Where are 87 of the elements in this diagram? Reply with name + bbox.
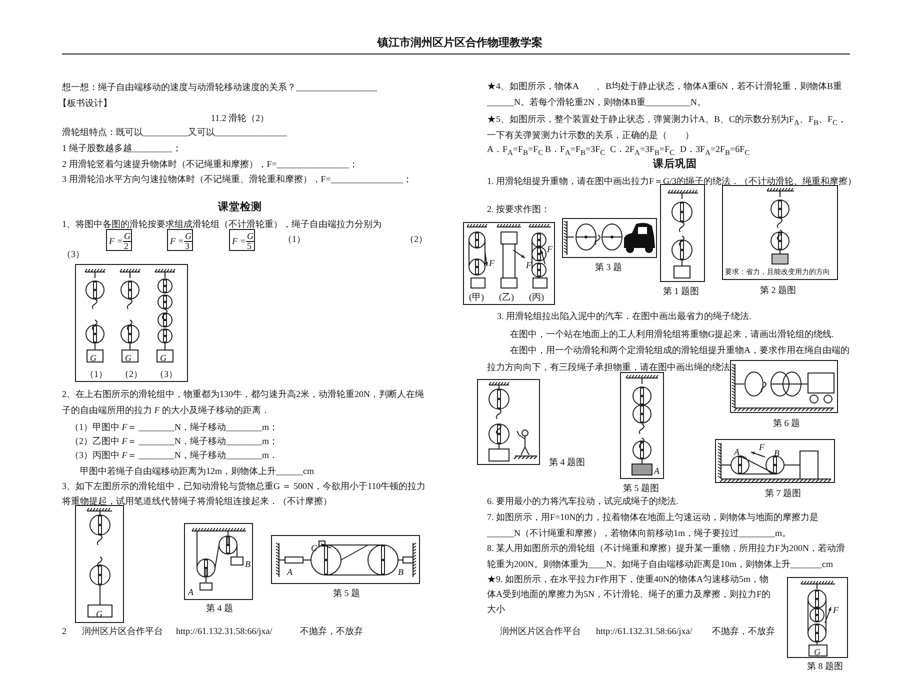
question-text: 3 用滑轮沿水平方向匀速拉物体时（不记绳重、滑轮重和摩擦），F=________________；	[62, 173, 412, 186]
question-text: 2、在上右图所示的滑轮组中，物重都为130牛，都匀速升高2米，动滑轮重20N，判断人在绳子的自由端所用的拉力 F 的大小及绳子移动的距离．	[62, 388, 424, 417]
figure-label: G	[160, 353, 166, 363]
lesson-heading: 11.2 滑轮（2）	[210, 112, 270, 125]
figure-caption: 第 1 题图	[663, 286, 699, 296]
figure-caption: 第 4 题	[206, 603, 233, 613]
item-number: （2）	[405, 233, 428, 246]
figure-label: F	[833, 605, 838, 615]
figure-caption: 第 8 题图	[807, 661, 843, 671]
footer-text: 润州区片区合作平台	[500, 625, 581, 638]
figure-label: G	[814, 647, 820, 657]
question-text: 6. 要用最小的力将汽车拉动，试完成绳子的绕法.	[487, 495, 678, 508]
footer-text: 不抛弃，不放弃	[300, 625, 363, 638]
question-text: 1、将图中各图的滑轮按要求组成滑轮组（不计滑轮重），绳子自由端拉力分别为	[62, 218, 382, 231]
formula-text: 5	[247, 241, 252, 251]
figure-label: A	[287, 567, 292, 577]
figure-label: F	[489, 258, 494, 268]
question-text: ★5、如图所示，整个装置处于静止状态，弹簧测力计A、B、C的示数分别为F$_{A}$、F$_{B}$、F$_{C}$，一下有关弹簧测力计示数的关系，正确的是（ ）	[487, 113, 848, 142]
question-text: 3、如下左图所示的滑轮组中，已知动滑轮与货物总重G ＝ 500N，今欲用小于110牛顿的拉力将重物提起，试用笔道线代替绳子将滑轮组连接起来．（不计摩擦）	[62, 480, 427, 508]
figure-label: (丙)	[529, 292, 544, 302]
page-number: 2	[62, 625, 66, 638]
question-text: （2）乙图中 F＝ ________N，绳子移动________m；	[70, 435, 278, 448]
website-address: http://61.132.31.58:66/jxa/	[176, 625, 272, 638]
website-address: http://61.132.31.58:66/jxa/	[596, 625, 692, 638]
section-heading: 课堂检测	[218, 200, 262, 215]
formula-text: 2	[124, 241, 128, 251]
footer-text: 润州区片区合作平台	[82, 625, 163, 638]
figure-label: （2）	[120, 369, 142, 379]
figure-label: F	[759, 442, 764, 452]
figure-label: C	[311, 543, 318, 553]
footer-text: 不抛弃，不放弃	[712, 625, 775, 638]
item-number: （1）	[283, 233, 306, 246]
question-text: 7. 如图所示，用F=10N的力，拉着物体在地面上匀速运动，则物体与地面的摩擦力是______N（不计绳重和摩擦），若物体向前移动1m，绳子要拉过________m。	[487, 511, 820, 540]
question-text: （1）甲图中 F＝ ________N，绳子移动________m；	[70, 421, 278, 434]
section-heading: 【板书设计】	[58, 97, 112, 110]
answer-option: B．F$_{A}$=F$_{B}$=3F$_{C}$	[545, 142, 606, 157]
figure-caption: 第 4 题图	[549, 457, 585, 467]
answer-option: A．F$_{A}$=F$_{B}$=F$_{C}$	[487, 142, 544, 157]
figure-label: A	[654, 466, 660, 476]
figure-label: A	[734, 447, 740, 457]
figure-caption: 第 7 题图	[765, 488, 801, 498]
figure-label: （3）	[155, 369, 178, 379]
figure-caption: 第 2 题图	[760, 285, 796, 295]
figure-label: F	[526, 260, 532, 270]
formula-text: F =	[232, 236, 246, 246]
figure-caption: 第 6 题	[773, 418, 800, 428]
figure-label: F	[547, 244, 552, 254]
question-text: 1 绳子股数越多越_________；	[62, 142, 182, 155]
figure-label: (乙)	[499, 292, 514, 302]
question-text: （3）丙图中 F＝ ________N，绳子移动________m．	[70, 449, 278, 462]
item-number: （3）	[62, 248, 84, 261]
question-text: 在图中，一个站在地面上的工人利用滑轮组将重物G提起来，请画出滑轮组的绕线.	[510, 328, 834, 341]
figure-caption: 第 5 题图	[623, 483, 659, 493]
figure-label: A	[188, 587, 194, 597]
answer-option: D．3F$_{A}$=2F$_{B}$=6F$_{C}$	[680, 142, 750, 157]
question-text: 在图中，用一个动滑轮和两个定滑轮组成的滑轮组提升重物A，要求作用在绳自由端的拉力方向向下，有三段绳子承担物重，请在图中画出绳的绕法.	[487, 344, 850, 374]
question-text: 8. 某人用如图所示的滑轮组（不计绳重和摩擦）提升某一重物，所用拉力F为200N，若动滑轮重为200N。则物体重为____N。如绳子自由端移动距离是10m，则物体上升_______cm	[487, 542, 846, 571]
figure-label: (甲)	[469, 292, 484, 302]
figure-caption: 第 3 题	[595, 262, 622, 272]
formula-text: G	[184, 231, 192, 242]
question-text: ★4、如图所示，物体A 、B均处于静止状态，物体A重6N，若不计滑轮重，则物体B重______N。若每个滑轮重2N，则物体B重__________N。	[487, 80, 844, 109]
formula-text: F =	[109, 236, 123, 246]
figure-caption: 第 5 题	[333, 588, 360, 598]
question-text: 甲图中若绳子自由端移动距离为12m，则物体上升______cm	[80, 465, 314, 478]
figure-label: B	[245, 559, 250, 569]
formula-box	[229, 229, 255, 251]
figure-label: （1）	[85, 369, 108, 379]
figure-label: B	[774, 448, 780, 458]
figure-label: B	[398, 567, 404, 577]
answer-option: C．2F$_{A}$=3F$_{B}$=F$_{C}$	[610, 142, 675, 157]
formula-text: G	[123, 231, 132, 242]
formula-box	[167, 229, 193, 251]
formula-text: 3	[185, 241, 190, 251]
section-heading: 课后巩固	[653, 157, 697, 172]
question-text: 2 用滑轮竖着匀速提升物体时（不记绳重和摩擦），F=________________；	[62, 158, 358, 171]
question-text: 想一想：绳子自由端移动的速度与动滑轮移动速度的关系？__________________	[62, 81, 377, 94]
question-text: ★9. 如图所示，在水平拉力F作用下，使重40N的物体A匀速移动5m，物体A受到地面的摩擦力为5N，不计滑轮、绳子的重力及摩擦，则拉力F的大小	[487, 573, 772, 616]
page-title: 镇江市润州区片区合作物理教学案	[378, 36, 542, 51]
question-text: 滑轮组特点：既可以__________又可以________________	[62, 126, 287, 139]
formula-text: F =	[170, 236, 184, 246]
figure-label: G	[96, 609, 102, 619]
figure-label: G	[125, 353, 132, 363]
figure-label: G	[90, 353, 96, 363]
formula-text: G	[246, 231, 254, 242]
question-text: 3. 用滑轮组拉出陷入泥中的汽车．在图中画出最省力的绳子绕法.	[497, 310, 752, 323]
question-text: 2. 按要求作图：	[487, 203, 550, 216]
formula-box	[106, 229, 132, 251]
